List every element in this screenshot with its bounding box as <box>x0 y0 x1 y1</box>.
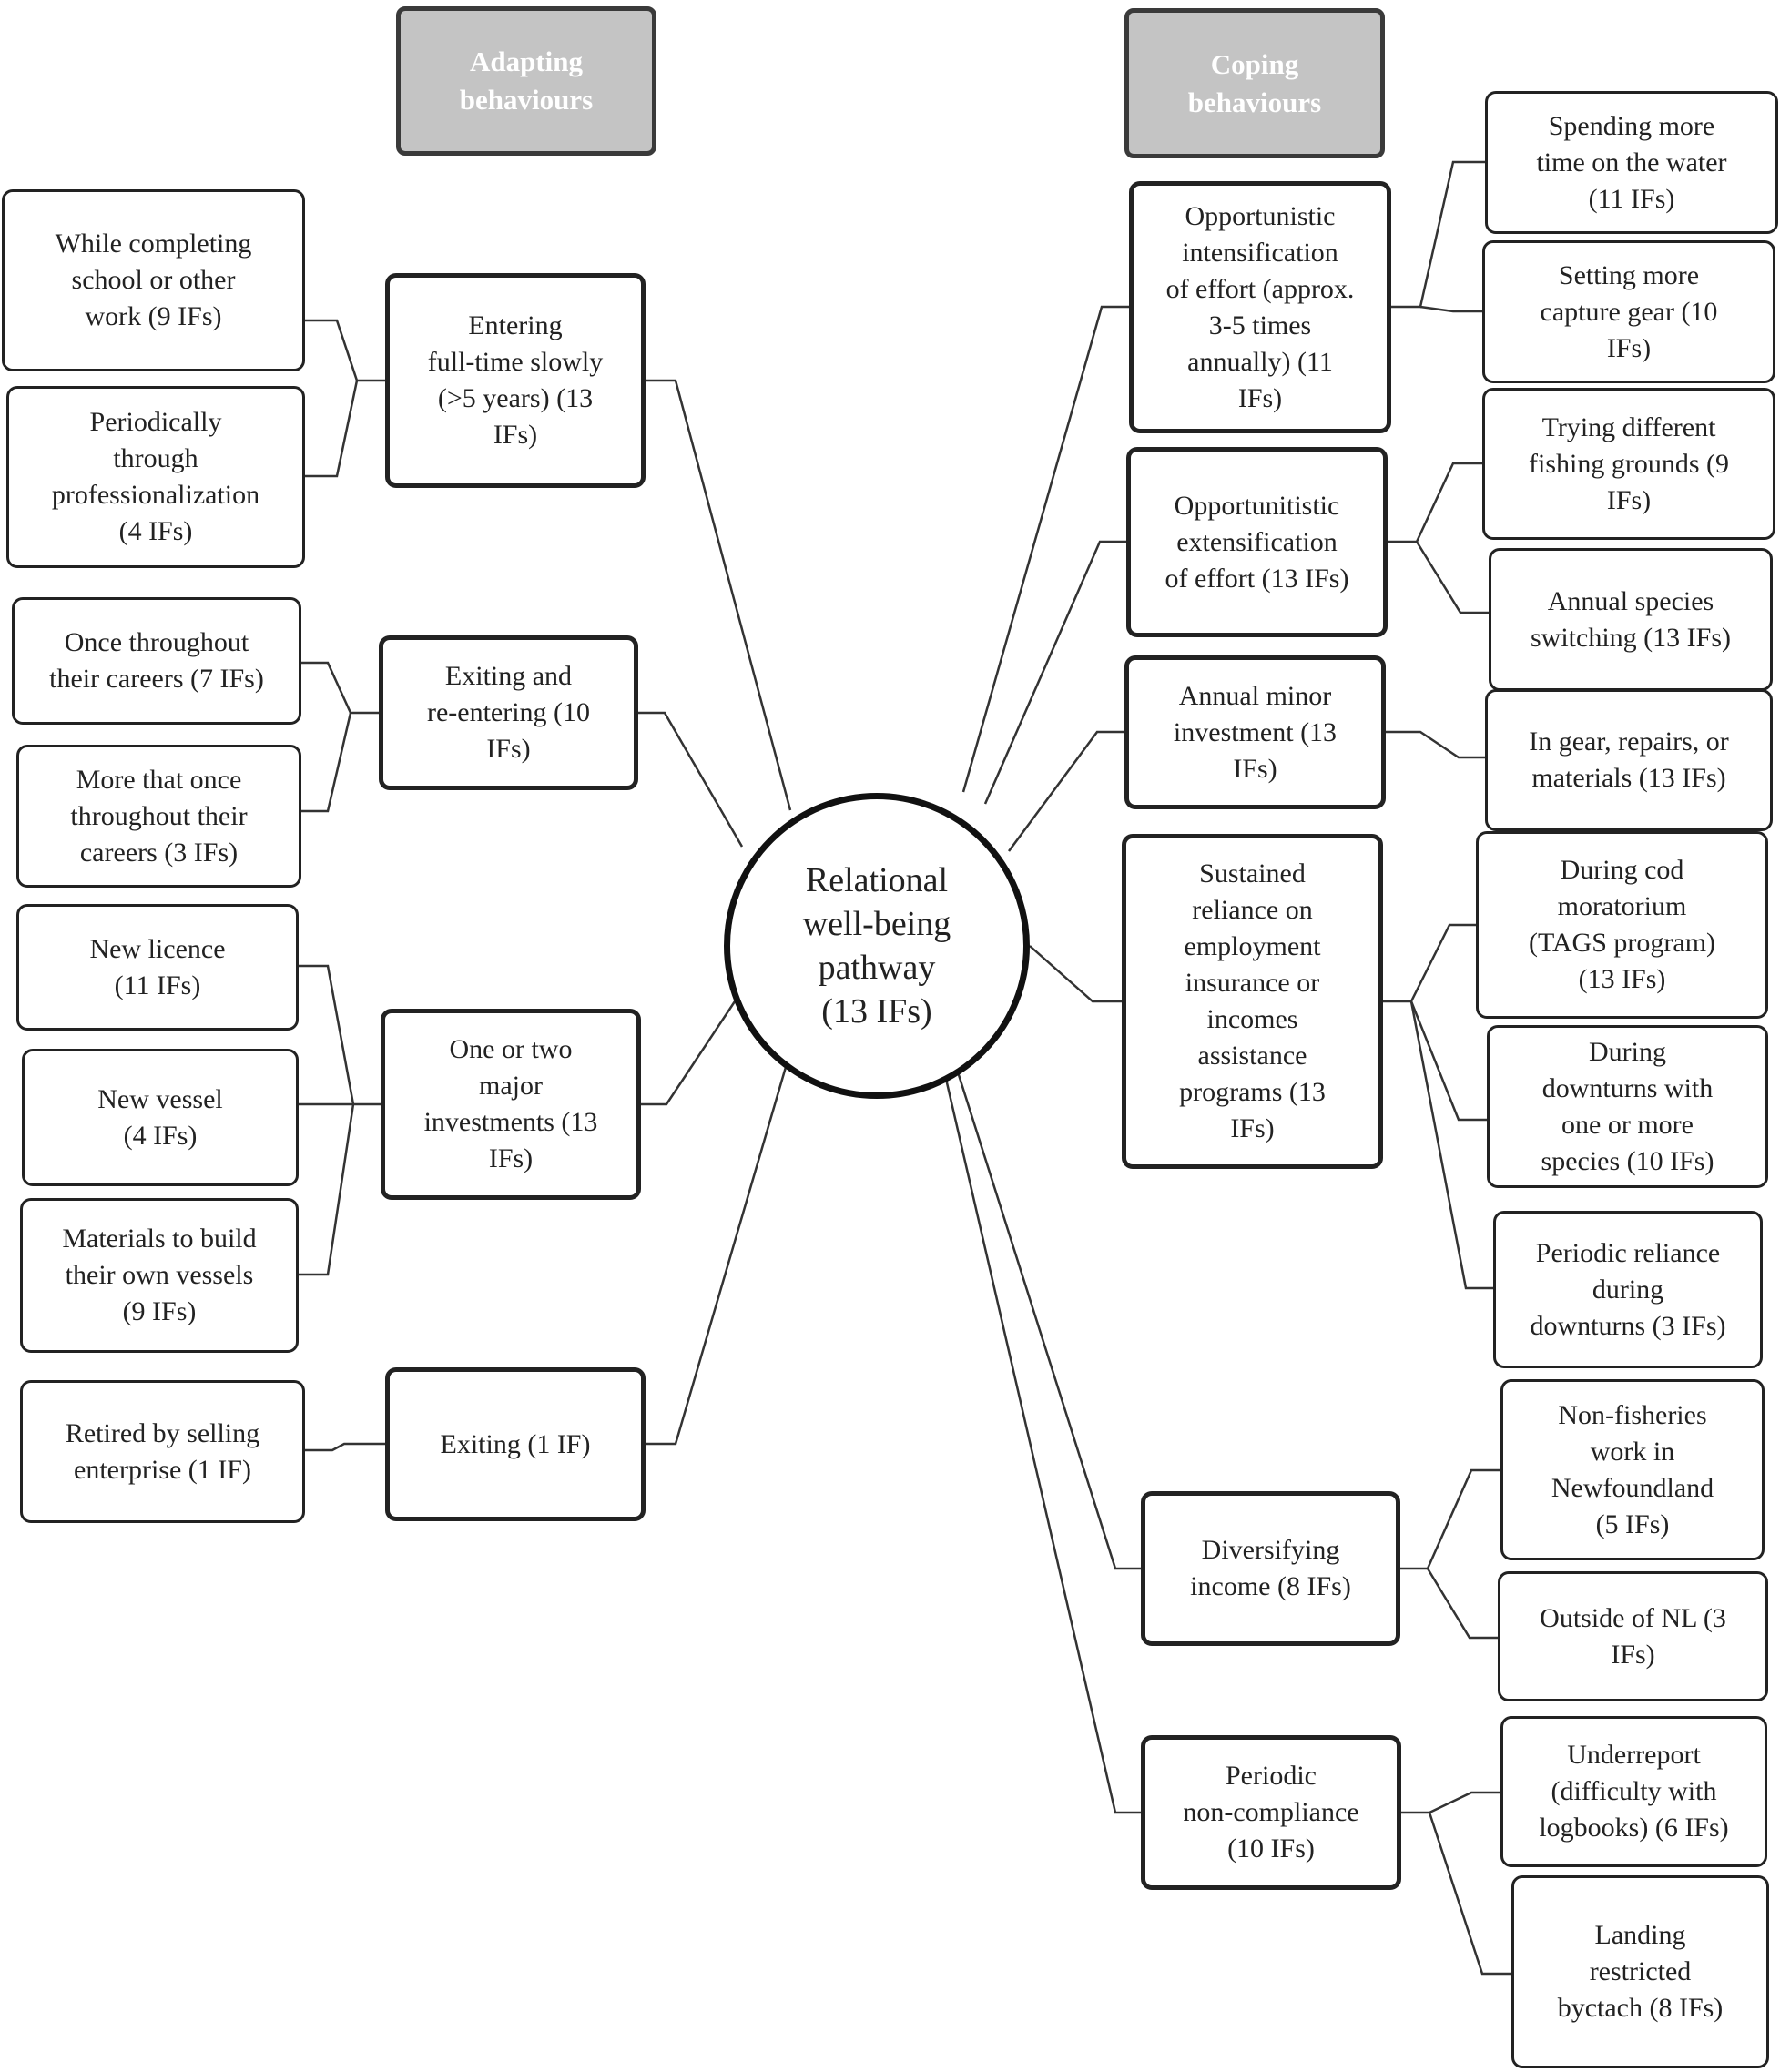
leaf-periodic-reliance-downturns: Periodic reliance during downturns (3 IF… <box>1493 1211 1763 1368</box>
center-node: Relational well-being pathway (13 IFs) <box>724 793 1030 1099</box>
leaf-periodically-professionalization: Periodically through professionalization… <box>6 386 305 568</box>
leaf-trying-fishing-grounds: Trying different fishing grounds (9 IFs) <box>1482 388 1775 540</box>
leaf-downturns-species: During downturns with one or more specie… <box>1487 1025 1768 1188</box>
link-center-minor-invest <box>1007 730 1124 852</box>
node-exiting-reentering: Exiting and re-entering (10 IFs) <box>379 635 638 790</box>
link-center-entering <box>646 379 792 811</box>
leaf-once-throughout-careers: Once throughout their careers (7 IFs) <box>12 597 301 725</box>
node-entering-full-time: Entering full-time slowly (>5 years) (13… <box>385 273 646 488</box>
link-divers-leaves-2 <box>1426 1568 1498 1640</box>
leaf-outside-nl: Outside of NL (3 IFs) <box>1498 1571 1768 1701</box>
link-center-investments <box>641 990 744 1106</box>
leaf-cod-moratorium: During cod moratorium (TAGS program) (13… <box>1476 831 1768 1019</box>
link-center-exiting <box>646 1051 792 1446</box>
link-center-extensification <box>983 540 1126 805</box>
link-minor-leaf <box>1386 730 1485 759</box>
leaf-new-licence: New licence (11 IFs) <box>16 904 299 1031</box>
leaf-more-than-once-careers: More that once throughout their careers … <box>16 745 301 888</box>
link-exre-leaves-1 <box>301 661 379 715</box>
leaf-landing-restricted-bycatch: Landing restricted byctach (8 IFs) <box>1511 1875 1769 2068</box>
leaf-retired-selling-enterprise: Retired by selling enterprise (1 IF) <box>20 1380 305 1523</box>
link-center-reliance <box>1029 945 1122 1003</box>
link-invest-leaves-3 <box>299 1103 355 1276</box>
leaf-annual-species-switching: Annual species switching (13 IFs) <box>1489 548 1773 691</box>
adapting-behaviours-header: Adapting behaviours <box>396 6 656 156</box>
leaf-nonfisheries-newfoundland: Non-fisheries work in Newfoundland (5 IF… <box>1500 1379 1765 1560</box>
node-annual-minor-investment: Annual minor investment (13 IFs) <box>1124 655 1386 809</box>
link-entering-leaves-1 <box>305 319 385 382</box>
link-reliance-leaves-1 <box>1383 923 1476 1003</box>
leaf-setting-more-gear: Setting more capture gear (10 IFs) <box>1482 240 1775 383</box>
leaf-gear-repairs-materials: In gear, repairs, or materials (13 IFs) <box>1485 689 1773 831</box>
link-noncomp-leaves-2 <box>1428 1812 1511 1976</box>
leaf-underreport-logbooks: Underreport (difficulty with logbooks) (… <box>1500 1716 1767 1867</box>
coping-behaviours-header: Coping behaviours <box>1124 8 1385 158</box>
link-intens-leaves-2 <box>1419 305 1482 313</box>
leaf-spending-more-time: Spending more time on the water (11 IFs) <box>1485 91 1778 234</box>
link-entering-leaves-2 <box>305 380 359 478</box>
leaf-materials-build-vessels: Materials to build their own vessels (9 … <box>20 1198 299 1353</box>
node-sustained-reliance: Sustained reliance on employment insuran… <box>1122 834 1383 1169</box>
link-reliance-leaves-3 <box>1409 1000 1493 1290</box>
link-extens-leaves-1 <box>1388 462 1482 543</box>
link-extens-leaves-2 <box>1415 541 1489 614</box>
node-diversifying-income: Diversifying income (8 IFs) <box>1141 1491 1400 1646</box>
link-center-intensification <box>961 305 1129 793</box>
link-divers-leaves-1 <box>1400 1468 1500 1570</box>
link-exiting-leaf <box>305 1442 385 1452</box>
link-reliance-leaves-2 <box>1409 1000 1487 1122</box>
node-major-investments: One or two major investments (13 IFs) <box>381 1009 641 1200</box>
node-extensification-effort: Opportunitistic extensification of effor… <box>1126 447 1388 637</box>
link-center-diversifying <box>952 1060 1141 1570</box>
link-intens-leaves-1 <box>1391 160 1485 309</box>
leaf-new-vessel: New vessel (4 IFs) <box>22 1049 299 1186</box>
node-exiting: Exiting (1 IF) <box>385 1367 646 1521</box>
link-center-noncompliance <box>941 1066 1141 1814</box>
link-center-exiting-reenter <box>638 711 744 848</box>
link-exre-leaves-2 <box>301 712 352 813</box>
link-noncomp-leaves-1 <box>1401 1791 1500 1814</box>
link-invest-leaves-1 <box>299 964 381 1106</box>
node-periodic-noncompliance: Periodic non-compliance (10 IFs) <box>1141 1735 1401 1890</box>
leaf-while-completing-school: While completing school or other work (9… <box>2 189 305 371</box>
node-intensification-effort: Opportunistic intensification of effort … <box>1129 181 1391 433</box>
